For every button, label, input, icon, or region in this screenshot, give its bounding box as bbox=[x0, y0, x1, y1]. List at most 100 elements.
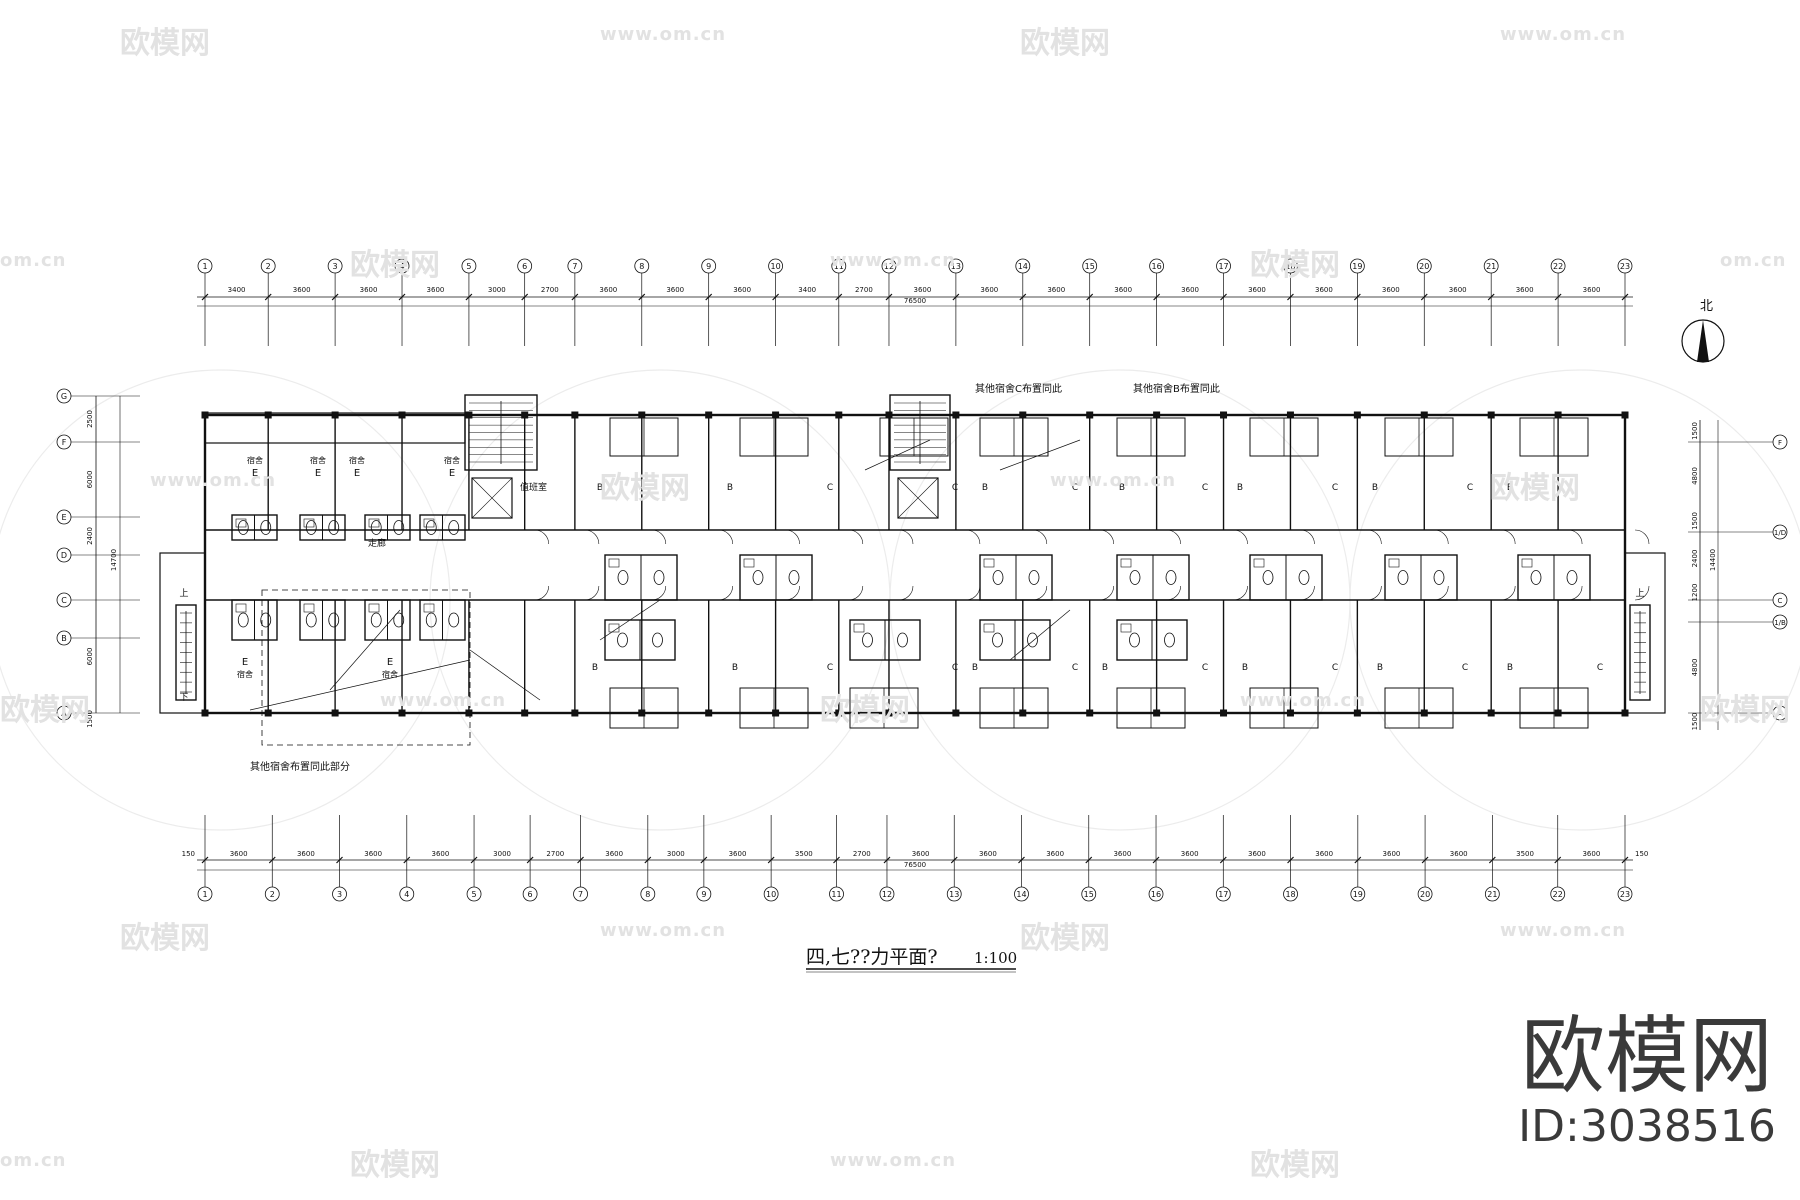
bottom-axis-number: 18 bbox=[1285, 890, 1295, 899]
top-bay-dimension: 3600 bbox=[733, 286, 751, 294]
bottom-bubble bbox=[522, 886, 538, 902]
column bbox=[1420, 411, 1428, 419]
door-swing bbox=[1233, 585, 1248, 601]
east-stair bbox=[1629, 604, 1651, 701]
top-bay-dimension: 3600 bbox=[427, 286, 445, 294]
bottom-axis-number: 10 bbox=[766, 890, 776, 899]
drawing-title: 四,七??力平面? bbox=[806, 946, 938, 968]
watermark: www.om.cn bbox=[1050, 470, 1177, 491]
bottom-axis-number: 22 bbox=[1553, 890, 1563, 899]
top-bubble bbox=[567, 258, 583, 274]
bottom-axis-number: 1 bbox=[202, 890, 207, 899]
right-row-bubble bbox=[1772, 705, 1788, 721]
bathroom-north-e bbox=[231, 514, 278, 541]
room-unit-c: C bbox=[827, 663, 833, 673]
room-unit-e: E bbox=[252, 468, 258, 479]
dashed-zone bbox=[261, 589, 471, 746]
top-axis-number: 7 bbox=[572, 262, 577, 271]
column bbox=[772, 709, 780, 717]
top-axis-number: 8 bbox=[639, 262, 644, 271]
top-bay-dimension: 3600 bbox=[1516, 286, 1534, 294]
top-axis-number: 13 bbox=[951, 262, 961, 271]
bathroom-south bbox=[604, 619, 676, 661]
bottom-axis-number: 4 bbox=[404, 890, 409, 899]
watermark: 欧模网 bbox=[1020, 921, 1110, 956]
duty-room-label: 值班室 bbox=[520, 481, 547, 493]
room-unit-b: B bbox=[1237, 483, 1243, 493]
bottom-axis-number: 19 bbox=[1353, 890, 1363, 899]
top-bay-dimension: 3600 bbox=[980, 286, 998, 294]
top-axis-number: 15 bbox=[1085, 262, 1095, 271]
column bbox=[1086, 709, 1094, 717]
bathroom-center bbox=[979, 554, 1053, 601]
top-bay-dimension: 3600 bbox=[666, 286, 684, 294]
bottom-bay-dimension: 3600 bbox=[729, 850, 747, 858]
column bbox=[638, 411, 646, 419]
left-row-bubble bbox=[56, 592, 72, 608]
bottom-axis-number: 8 bbox=[645, 890, 650, 899]
top-bubble bbox=[461, 258, 477, 274]
top-total-dimension: 76500 bbox=[904, 297, 926, 305]
watermark: 欧模网 bbox=[350, 248, 440, 283]
room-unit-b: B bbox=[732, 663, 738, 673]
watermark: om.cn bbox=[0, 250, 67, 271]
left-row-bubble bbox=[56, 388, 72, 404]
bathroom-south-e bbox=[231, 599, 278, 641]
top-axis-number: 6 bbox=[522, 262, 527, 271]
top-axis-number: 17 bbox=[1218, 262, 1228, 271]
room-unit-c: C bbox=[827, 483, 833, 493]
door-swing bbox=[1032, 529, 1048, 545]
column bbox=[638, 709, 646, 717]
west-stair bbox=[175, 604, 197, 701]
top-bubble bbox=[1015, 258, 1031, 274]
column bbox=[1420, 709, 1428, 717]
top-axis-number: 5 bbox=[466, 262, 471, 271]
bottom-bubble bbox=[332, 886, 347, 902]
left-row-bubble bbox=[56, 434, 72, 450]
bottom-axis-number: 17 bbox=[1218, 890, 1228, 899]
top-bubble bbox=[1149, 258, 1165, 274]
bottom-bubble bbox=[696, 886, 712, 902]
right-row-label: 1/B bbox=[1774, 619, 1786, 627]
top-bubble bbox=[831, 258, 847, 274]
west-stair-up-label: 上 bbox=[179, 588, 188, 599]
room-name: 宿舍 bbox=[444, 455, 460, 465]
door-swing bbox=[718, 585, 733, 601]
door-swing bbox=[1300, 585, 1315, 601]
left-row-label: B bbox=[61, 634, 67, 643]
door-swing bbox=[1568, 585, 1583, 601]
bottom-bubble bbox=[264, 886, 280, 902]
room-unit-b: B bbox=[1102, 663, 1108, 673]
room-unit-b: B bbox=[982, 483, 988, 493]
bottom-bubble bbox=[1350, 886, 1366, 902]
room-name: 宿舍 bbox=[349, 455, 365, 465]
right-row-axes: F1/DC1/BA1500480015002400120048001500144… bbox=[1688, 420, 1788, 730]
bottom-total-dimension: 76500 bbox=[904, 861, 926, 869]
bottom-bay-dimension: 2700 bbox=[853, 850, 871, 858]
watermark: 欧模网 bbox=[350, 1148, 440, 1183]
right-row-label: F bbox=[1778, 439, 1782, 447]
top-bubble bbox=[1216, 258, 1231, 274]
column bbox=[264, 411, 272, 419]
top-bay-dimension: 3600 bbox=[1382, 286, 1400, 294]
watermark: 欧模网 bbox=[1250, 248, 1340, 283]
elevator-1 bbox=[471, 477, 513, 519]
room-unit-c: C bbox=[1072, 483, 1078, 493]
left-row-label: C bbox=[61, 596, 67, 605]
room-unit-b: B bbox=[1507, 663, 1513, 673]
top-bubble bbox=[517, 258, 533, 274]
bottom-bay-dimension: 3600 bbox=[1181, 850, 1199, 858]
left-row-dimension: 2400 bbox=[86, 527, 94, 545]
watermark: 欧模网 bbox=[1250, 1148, 1340, 1183]
room-unit-b: B bbox=[1242, 663, 1248, 673]
column bbox=[398, 709, 406, 717]
room-unit-c: C bbox=[1202, 483, 1208, 493]
top-bubble bbox=[701, 258, 717, 274]
bottom-bubble bbox=[1550, 886, 1566, 902]
door-swing bbox=[1568, 529, 1583, 545]
right-row-dimension: 1500 bbox=[1691, 422, 1699, 440]
column bbox=[465, 709, 473, 717]
door-swing bbox=[1099, 529, 1115, 545]
